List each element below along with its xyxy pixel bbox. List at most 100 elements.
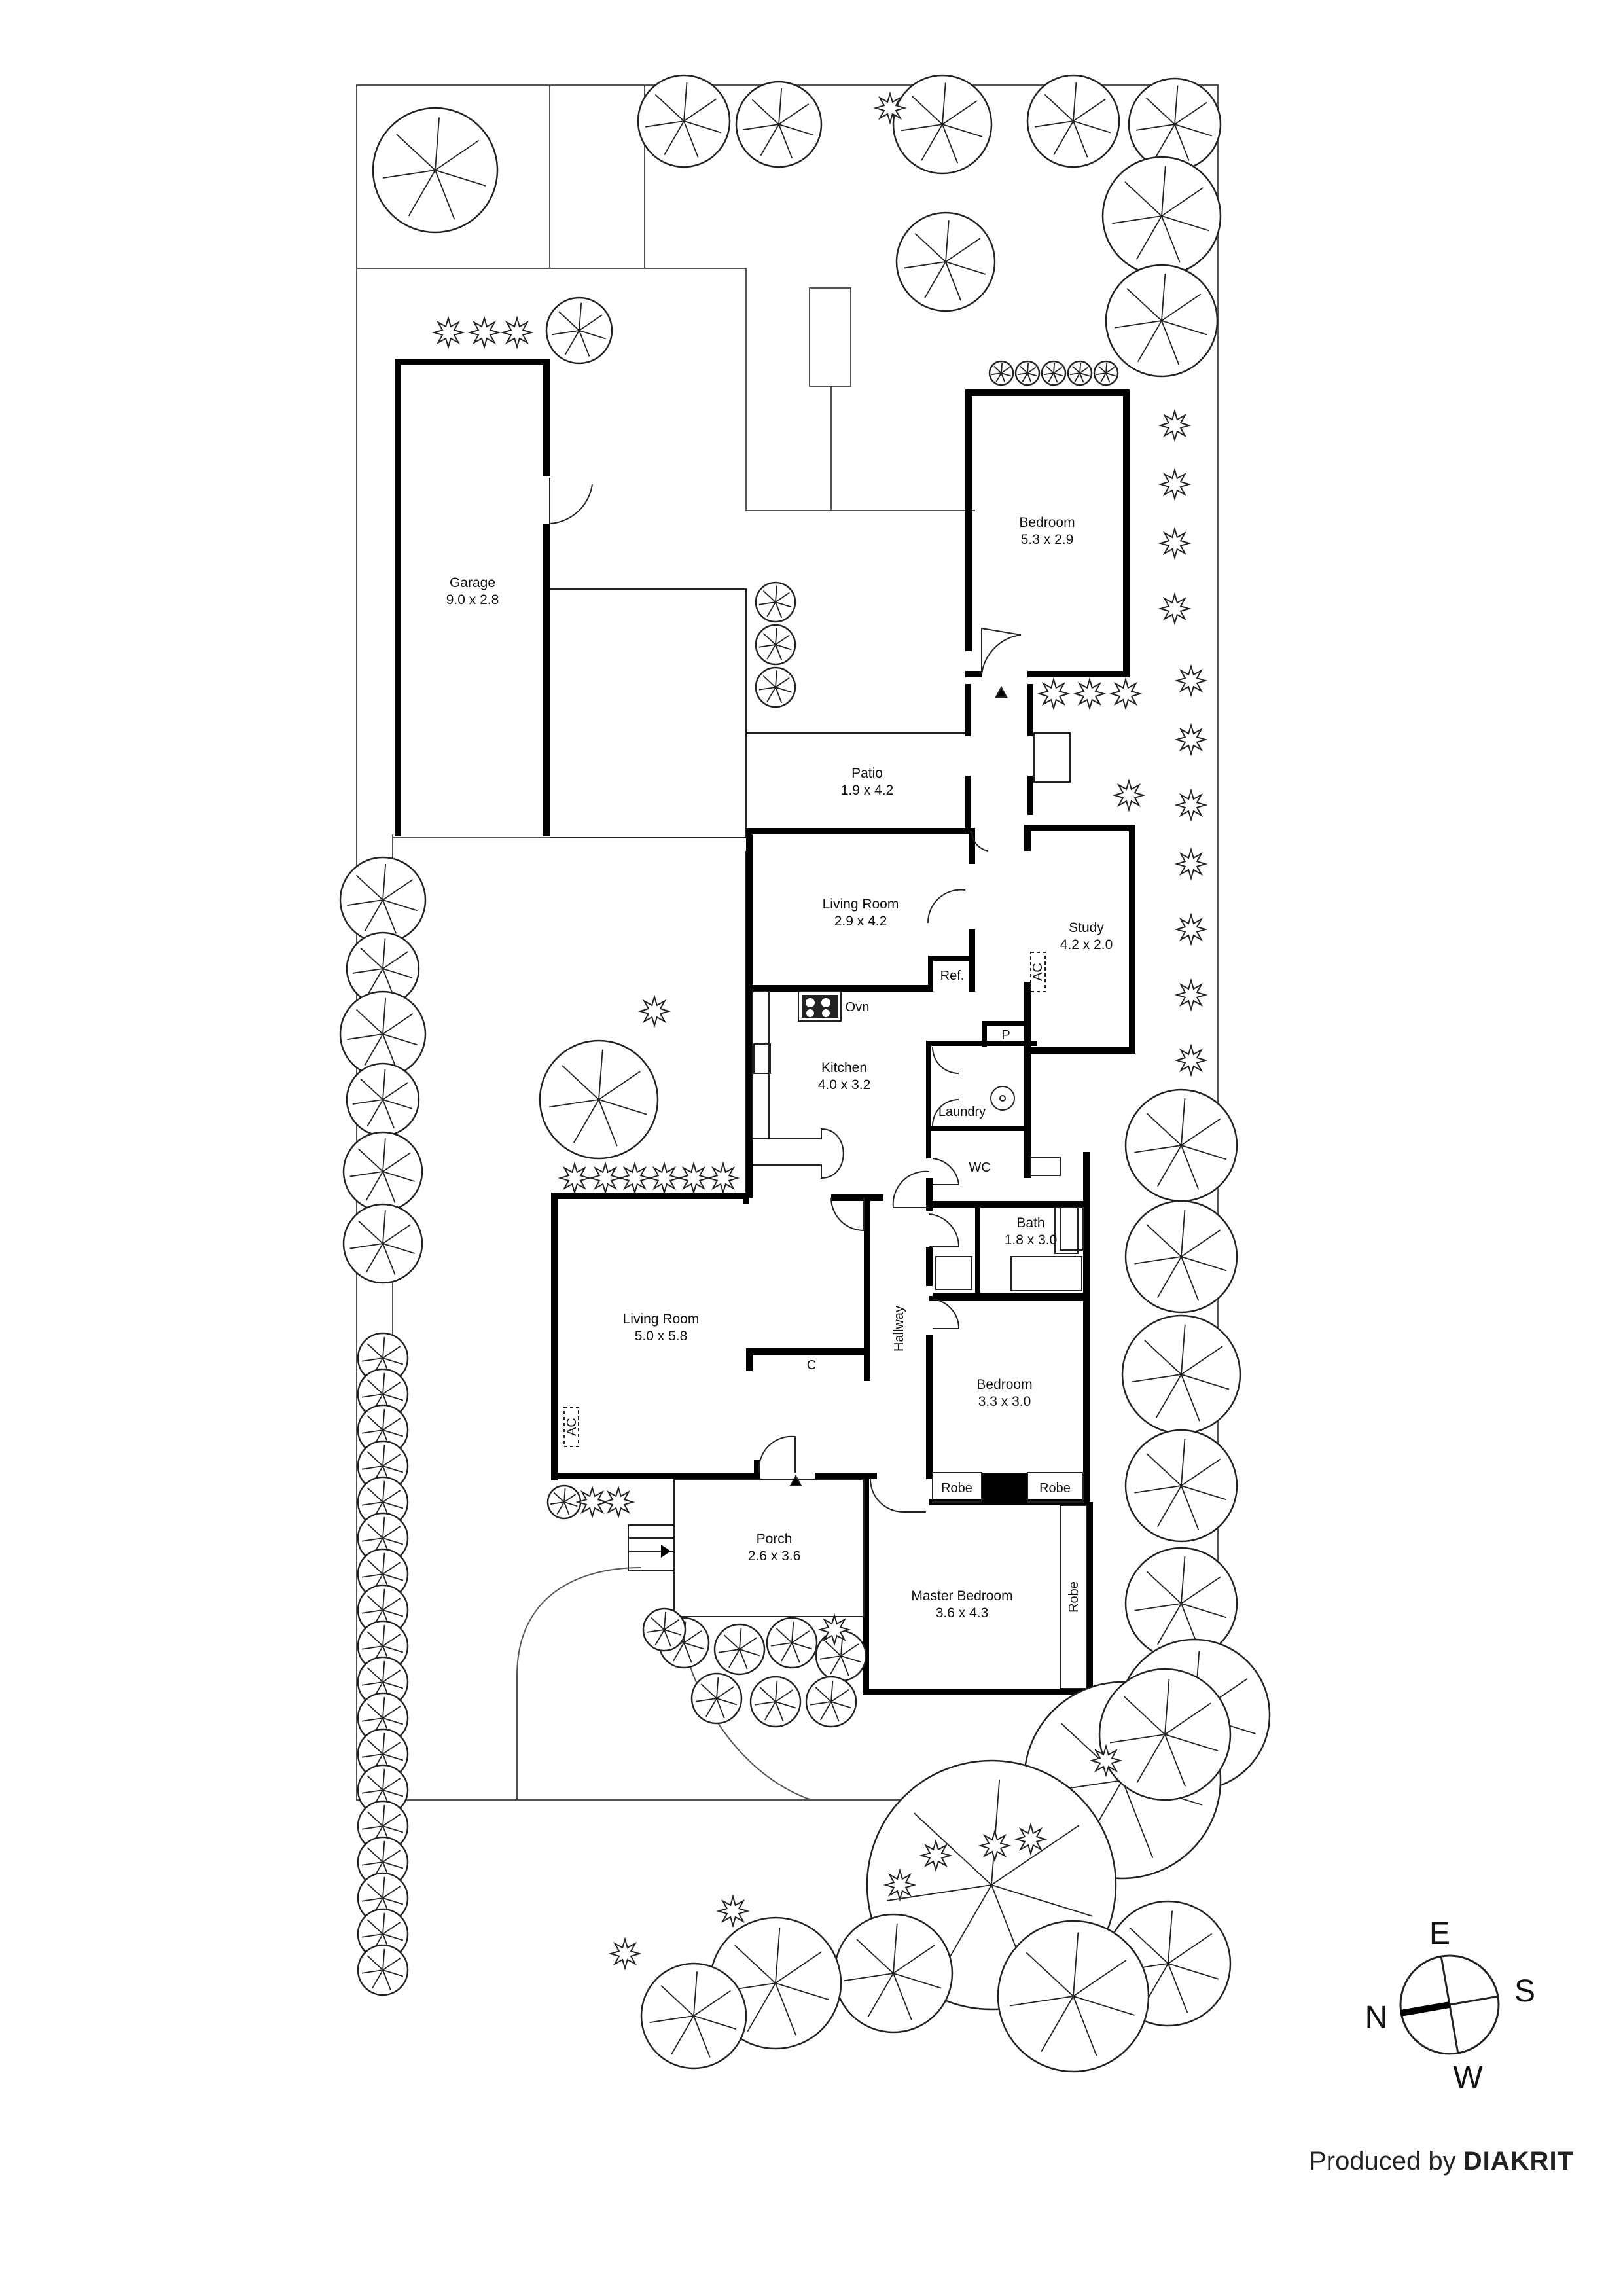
trees	[339, 74, 1271, 2073]
shrub	[1112, 778, 1146, 812]
walls	[395, 359, 1135, 1695]
label-wc: WC	[969, 1160, 990, 1175]
shrub	[978, 1829, 1012, 1863]
shrub	[1014, 1822, 1048, 1856]
tree	[1093, 360, 1119, 386]
room-name-living-room-main: Living Room	[623, 1312, 700, 1327]
shrub	[677, 1161, 711, 1195]
label-pantry: P	[1001, 1028, 1010, 1043]
label-ref: Ref.	[940, 969, 965, 983]
shrub	[618, 1161, 652, 1195]
compass-s: S	[1514, 1974, 1535, 2009]
tree	[342, 1131, 423, 1212]
shrub	[919, 1839, 953, 1873]
tree	[735, 81, 823, 168]
tree	[1041, 360, 1067, 386]
room-dims-bath: 1.8 x 3.0	[1005, 1232, 1058, 1247]
tree	[1124, 1547, 1238, 1660]
tree	[1014, 360, 1041, 386]
room-labels: Bedroom 5.3 x 2.9 Garage 9.0 x 2.8 Patio…	[446, 515, 1113, 1621]
tree	[372, 107, 499, 234]
tree	[892, 74, 993, 175]
label-oven: Ovn	[846, 1000, 870, 1014]
room-dims-study: 4.2 x 2.0	[1060, 937, 1113, 952]
shrub	[558, 1161, 592, 1195]
shrub	[500, 315, 534, 350]
shrub	[1158, 467, 1192, 501]
tree	[1121, 1314, 1241, 1435]
tree	[357, 1692, 409, 1744]
tree	[342, 1203, 423, 1284]
credit-prefix: Produced by	[1309, 2147, 1456, 2176]
tree	[1026, 74, 1120, 168]
tree	[1124, 1088, 1238, 1202]
shrub	[1037, 677, 1071, 711]
tree	[357, 1332, 409, 1384]
shrub	[608, 1937, 642, 1971]
tree	[815, 1630, 867, 1682]
room-name-garage: Garage	[450, 575, 495, 590]
room-name-kitchen: Kitchen	[821, 1060, 867, 1075]
label-robe-right: Robe	[1039, 1481, 1071, 1496]
tree	[357, 1872, 409, 1924]
room-dims-living-room-main: 5.0 x 5.8	[635, 1329, 688, 1344]
shrub	[817, 1613, 851, 1647]
room-dims-bedroom-front: 3.3 x 3.0	[978, 1394, 1031, 1409]
tree	[1124, 1200, 1238, 1314]
tree	[755, 581, 796, 623]
tree	[346, 1062, 420, 1137]
tree	[1067, 360, 1093, 386]
shrub	[873, 91, 907, 125]
label-ac-living: AC	[565, 1418, 579, 1436]
tree	[346, 931, 420, 1006]
compass: E S N W	[1365, 1916, 1535, 2095]
tree	[895, 211, 996, 312]
room-name-bedroom-front: Bedroom	[976, 1377, 1032, 1392]
room-dims-master-bedroom: 3.6 x 4.3	[936, 1605, 989, 1621]
shrub	[1174, 912, 1208, 946]
tree	[546, 1484, 582, 1520]
tree	[357, 1440, 409, 1492]
shrub	[575, 1485, 609, 1519]
credit: Produced by DIAKRIT	[1309, 2147, 1574, 2176]
tree	[357, 1548, 409, 1600]
room-dims-living-room-small: 2.9 x 4.2	[834, 914, 887, 929]
shrub	[1174, 788, 1208, 822]
tree	[1124, 1429, 1238, 1543]
tree	[988, 360, 1014, 386]
tree	[339, 856, 427, 944]
shrub	[1174, 978, 1208, 1012]
shrub	[601, 1485, 635, 1519]
tree	[1101, 156, 1222, 276]
shrub	[588, 1161, 622, 1195]
tree	[997, 1920, 1150, 2073]
shrub	[1158, 526, 1192, 560]
compass-e: E	[1429, 1916, 1450, 1951]
tree	[640, 1962, 747, 2070]
label-laundry: Laundry	[938, 1105, 986, 1119]
tree	[713, 1623, 766, 1676]
shrub	[1174, 664, 1208, 698]
tree	[805, 1676, 857, 1728]
shrub	[883, 1868, 917, 1902]
room-name-porch: Porch	[757, 1532, 793, 1547]
shrub	[706, 1161, 740, 1195]
tree	[755, 624, 796, 666]
room-dims-patio: 1.9 x 4.2	[841, 783, 894, 798]
room-dims-kitchen: 4.0 x 3.2	[818, 1077, 871, 1092]
shrubs	[431, 91, 1208, 1971]
tree	[1128, 77, 1222, 171]
room-dims-bedroom-rear: 5.3 x 2.9	[1021, 532, 1074, 547]
credit-brand: DIAKRIT	[1463, 2147, 1574, 2176]
compass-n: N	[1365, 2000, 1388, 2035]
tree	[357, 1476, 409, 1528]
tree	[833, 1913, 954, 2034]
room-dims-porch: 2.6 x 3.6	[748, 1549, 801, 1564]
tree	[690, 1672, 743, 1725]
doors	[549, 478, 1079, 1513]
tree	[642, 1607, 687, 1652]
room-name-living-room-small: Living Room	[823, 897, 899, 912]
room-name-master-bedroom: Master Bedroom	[911, 1588, 1012, 1604]
label-ac-study: AC	[1031, 963, 1045, 981]
